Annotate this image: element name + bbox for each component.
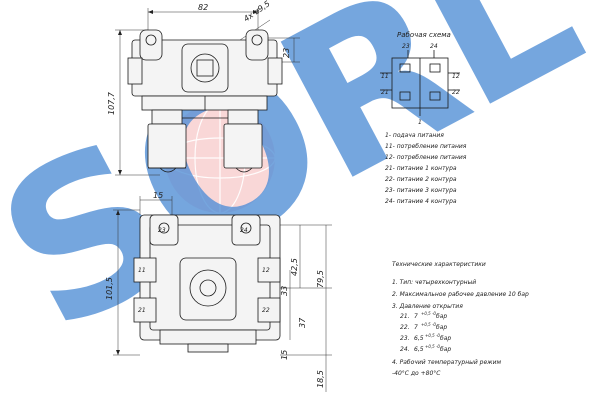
svg-text:+0,5 -0: +0,5 -0 [421, 311, 436, 316]
spec-item: 2. Максимальное рабочее давление 10 бар [392, 291, 529, 298]
top-view: 82 4x ⌀9,5 23 107,7 [107, 0, 300, 176]
legend-item: 23- питание 3 контура [385, 187, 457, 194]
spec-item: 1. Тип: четырехконтурный [392, 279, 476, 286]
port-24: 24 [240, 227, 248, 234]
svg-text:22.: 22. [400, 324, 410, 331]
legend-item: 24- питание 4 контура [385, 198, 457, 205]
svg-text:7: 7 [414, 313, 418, 320]
spec-temp: 4. Рабочий температурный режим [392, 359, 501, 366]
specs-title: Технические характеристики [392, 261, 486, 268]
schema-port-11: 11 [381, 73, 389, 80]
pressure-row: 24. 6,5 +0,5 -0 бар [400, 344, 451, 353]
dim-left: 15 [153, 191, 163, 200]
valve-left [151, 109, 183, 125]
legend-item: 22- питание 2 контура [385, 176, 457, 183]
svg-text:+0,5 -0: +0,5 -0 [421, 322, 436, 327]
schema-port-22: 22 [452, 89, 460, 96]
spec-temp-range: -40°С до +80°С [392, 370, 441, 377]
pressure-row: 22. 7 +0,5 -0 бар [400, 322, 447, 331]
dim-r3: 33 [280, 286, 289, 296]
svg-text:6,5: 6,5 [414, 346, 424, 353]
legend-item: 12- потребление питания [385, 154, 467, 161]
legend-item: 1- подача питания [385, 132, 444, 139]
pressure-row: 21. 7 +0,5 -0 бар [400, 311, 447, 320]
dim-total-left: 101,5 [105, 277, 114, 300]
legend-item: 11- потребление питания [385, 143, 467, 150]
dim-width: 82 [198, 3, 208, 12]
port-legend: 1- подача питания 11- потребление питани… [385, 132, 467, 205]
schema-port-24: 24 [430, 43, 438, 50]
port-23: 23 [158, 227, 166, 234]
svg-text:бар: бар [440, 346, 451, 353]
svg-text:бар: бар [436, 324, 447, 331]
schema-port-1: 1 [418, 119, 422, 126]
port-11: 11 [138, 267, 146, 274]
legend-item: 21- питание 1 контура [385, 165, 457, 172]
dim-height: 107,7 [107, 91, 116, 115]
svg-text:21.: 21. [400, 313, 410, 320]
dim-r6: 18,5 [316, 370, 325, 388]
port-21: 21 [138, 307, 146, 314]
svg-text:бар: бар [440, 335, 451, 342]
working-schema: Рабочая схема 23 24 11 12 21 22 1 [380, 31, 460, 126]
pressure-row: 23. 6,5 +0,5 -0 бар [400, 333, 451, 342]
port-22: 22 [262, 307, 270, 314]
svg-text:23.: 23. [400, 335, 410, 342]
schema-port-12: 12 [452, 73, 460, 80]
schema-title: Рабочая схема [397, 31, 451, 39]
port-12: 12 [262, 267, 270, 274]
tech-specs: Технические характеристики 1. Тип: четыр… [392, 261, 529, 377]
dim-side: 23 [282, 48, 291, 58]
svg-text:24.: 24. [400, 346, 410, 353]
dim-r1: 42,5 [290, 258, 299, 276]
svg-text:+0,5 -0: +0,5 -0 [425, 344, 440, 349]
front-view: 15 101,5 23 24 11 12 21 22 [105, 191, 332, 392]
dim-r2: 79,5 [316, 270, 325, 288]
dim-r4: 37 [298, 317, 307, 328]
schema-port-23: 23 [402, 43, 410, 50]
svg-text:бар: бар [436, 313, 447, 320]
svg-text:+0,5 -0: +0,5 -0 [425, 333, 440, 338]
svg-text:7: 7 [414, 324, 418, 331]
spec-item: 3. Давление открытия [392, 303, 463, 310]
schema-port-21: 21 [381, 89, 389, 96]
svg-text:6,5: 6,5 [414, 335, 424, 342]
valve-right [227, 109, 259, 125]
dim-r5: 15 [280, 350, 289, 360]
